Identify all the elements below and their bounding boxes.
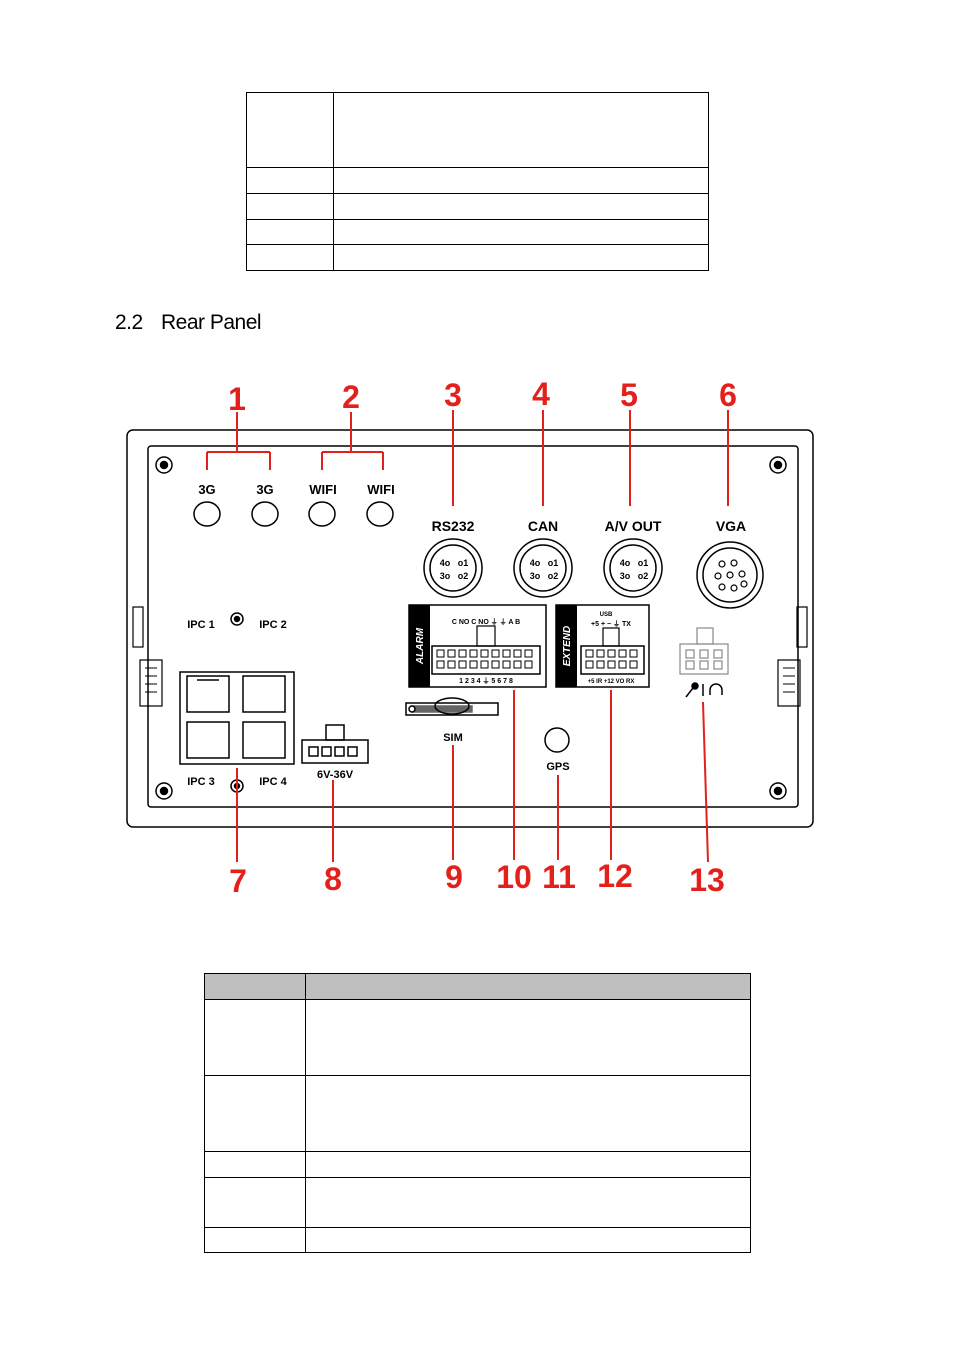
port-label-vga: VGA <box>716 518 746 534</box>
port-label-ipc3: IPC 3 <box>187 776 215 788</box>
port-label-ipc2: IPC 2 <box>259 619 287 631</box>
extend-top-pins: +5 + − ⏚ TX <box>591 620 631 628</box>
panel-body <box>126 429 814 828</box>
table-header-row <box>204 973 751 1000</box>
callout-number: 13 <box>689 862 725 898</box>
table-row <box>204 1075 751 1152</box>
extend-bottom-pins: +5 IR +12 VO RX <box>588 679 635 685</box>
extend-label: EXTEND <box>562 626 573 667</box>
svg-text:4o: 4o <box>620 558 631 568</box>
svg-text:o1: o1 <box>458 558 469 568</box>
table-row <box>204 1227 751 1253</box>
callout-number: 9 <box>445 859 463 895</box>
microphone-icon <box>685 682 704 698</box>
svg-text:o2: o2 <box>638 571 649 581</box>
table-row <box>204 1151 751 1178</box>
callout-number: 2 <box>342 379 360 415</box>
top-table <box>246 92 709 271</box>
pin-labels: 4o o1 3o o2 4o o1 3o o2 4o o1 3o o2 <box>440 558 649 581</box>
svg-text:3o: 3o <box>530 571 541 581</box>
port-label-3g-b: 3G <box>256 482 273 497</box>
antenna-ports <box>193 501 394 527</box>
port-label-power: 6V-36V <box>317 769 354 781</box>
alarm-label: ALARM <box>415 627 426 665</box>
table-row <box>204 1177 751 1228</box>
power-connector <box>301 724 369 764</box>
svg-text:4o: 4o <box>440 558 451 568</box>
port-label-av-out: A/V OUT <box>605 518 662 534</box>
callout-number: 4 <box>532 376 550 412</box>
port-label-ipc1: IPC 1 <box>187 619 215 631</box>
alarm-block <box>408 604 547 688</box>
alarm-top-pins: C NO C NO ⏚ ⏚ A B <box>452 618 520 626</box>
port-label-ipc4: IPC 4 <box>259 776 287 788</box>
port-label-can: CAN <box>528 518 558 534</box>
table-row <box>246 219 709 245</box>
table-row <box>246 193 709 220</box>
svg-text:o1: o1 <box>548 558 559 568</box>
svg-text:o2: o2 <box>548 571 559 581</box>
round-connectors <box>423 538 764 609</box>
port-label-rs232: RS232 <box>432 518 475 534</box>
port-label-gps: GPS <box>546 761 569 773</box>
callout-number: 10 <box>496 859 532 895</box>
port-label-wifi-b: WIFI <box>367 482 394 497</box>
svg-text:3o: 3o <box>440 571 451 581</box>
callout-number: 5 <box>620 377 638 413</box>
svg-text:o2: o2 <box>458 571 469 581</box>
usb-label: USB <box>600 612 613 618</box>
port-label-sim: SIM <box>443 732 463 744</box>
port-label-wifi-a: WIFI <box>309 482 336 497</box>
callout-number: 8 <box>324 861 342 897</box>
gps-port <box>544 727 570 753</box>
callout-number: 11 <box>542 859 576 895</box>
callout-number: 6 <box>719 377 737 413</box>
vga-pins <box>714 559 748 592</box>
table-row <box>204 999 751 1076</box>
bottom-table <box>204 973 751 1253</box>
ipc-block <box>179 612 295 793</box>
section-title: Rear Panel <box>161 311 262 334</box>
table-row <box>246 244 709 271</box>
audio-connector <box>679 627 729 675</box>
screw-icon <box>155 456 787 800</box>
svg-text:4o: 4o <box>530 558 541 568</box>
section-heading: 2.2 Rear Panel <box>115 311 262 335</box>
callout-number: 3 <box>444 377 462 413</box>
sim-slot <box>405 697 499 716</box>
headphone-icon <box>709 683 723 695</box>
section-number: 2.2 <box>115 311 143 334</box>
svg-text:o1: o1 <box>638 558 649 568</box>
callout-number: 1 <box>228 381 246 417</box>
alarm-bottom-pins: 1 2 3 4 ⏚ 5 6 7 8 <box>459 677 513 685</box>
port-label-3g-a: 3G <box>198 482 215 497</box>
svg-text:3o: 3o <box>620 571 631 581</box>
callout-number: 7 <box>229 863 247 899</box>
callout-lines <box>206 410 729 863</box>
extend-block <box>555 604 650 688</box>
callout-number: 12 <box>597 858 633 894</box>
